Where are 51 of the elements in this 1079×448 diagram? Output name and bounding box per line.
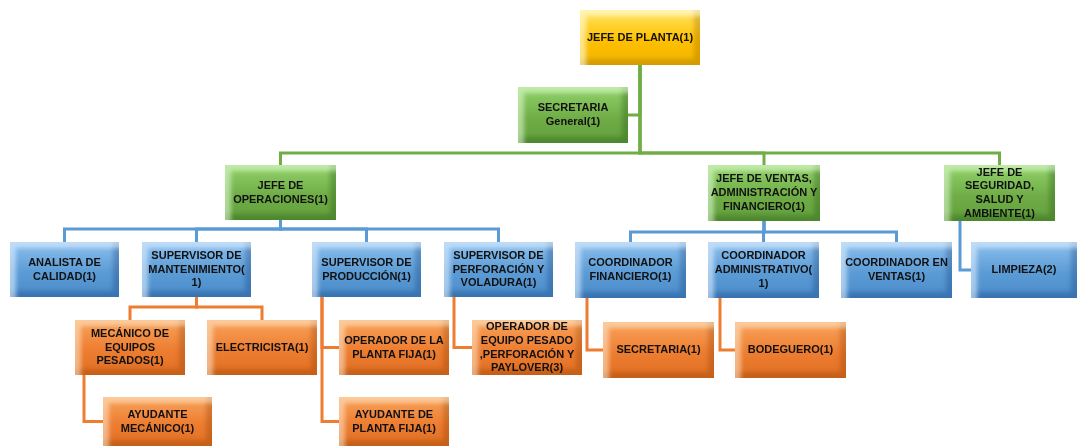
position-title: BODEGUERO(1) bbox=[747, 343, 834, 357]
connector-line bbox=[195, 297, 264, 320]
connector-line bbox=[452, 297, 472, 349]
position-title: OPERADOR DE EQUIPO PESADO ,PERFORACIÓN Y PAYLOVER(3) bbox=[478, 320, 576, 375]
position-box bbox=[312, 242, 421, 297]
position-title: OPERADOR DE LA PLANTA FIJA(1) bbox=[343, 333, 445, 362]
position-title: AYUDANTE DE PLANTA FIJA(1) bbox=[351, 407, 437, 436]
position-title: JEFE DE VENTAS, ADMINISTRACIÓN Y FINANCIERO(1) bbox=[710, 172, 818, 214]
position-box bbox=[142, 242, 251, 297]
position-title: JEFE DE SEGURIDAD, SALUD Y AMBIENTE(1) bbox=[963, 165, 1036, 221]
position-box bbox=[10, 242, 119, 297]
position-title: COORDINADOR ADMINISTRATIVO( 1) bbox=[713, 249, 814, 291]
position-title: SUPERVISOR DE PERFORACIÓN Y VOLADURA(1) bbox=[451, 248, 546, 291]
position-title: JEFE DE PLANTA(1) bbox=[586, 30, 694, 45]
position-box bbox=[841, 242, 952, 298]
position-title: SUPERVISOR DE PRODUCCIÓN(1) bbox=[320, 255, 413, 284]
position-title: SECRETARIA General(1) bbox=[536, 101, 610, 129]
position-box bbox=[971, 242, 1077, 298]
position-box bbox=[580, 10, 700, 65]
position-box bbox=[518, 87, 628, 143]
connector-line bbox=[320, 297, 339, 423]
position-title: ANALISTA DE CALIDAD(1) bbox=[27, 255, 102, 284]
position-box bbox=[575, 242, 686, 298]
position-title: MECÁNICO DE EQUIPOS PESADOS(1) bbox=[89, 326, 171, 369]
position-box bbox=[207, 320, 317, 375]
position-box bbox=[225, 165, 336, 220]
position-title: COORDINADOR EN VENTAS(1) bbox=[844, 256, 949, 284]
connector-line bbox=[762, 221, 898, 242]
position-box bbox=[75, 320, 185, 375]
connector-line bbox=[82, 375, 103, 423]
position-box bbox=[708, 242, 819, 298]
position-title: JEFE DE OPERACIONES(1) bbox=[232, 178, 329, 207]
connector-line bbox=[958, 221, 971, 272]
position-box bbox=[444, 242, 553, 297]
position-title: ELECTRICISTA(1) bbox=[215, 340, 309, 355]
position-title: AYUDANTE MECÁNICO(1) bbox=[119, 407, 196, 436]
connector-line bbox=[585, 298, 603, 352]
position-title: SECRETARIA(1) bbox=[616, 343, 701, 357]
position-box bbox=[735, 322, 846, 378]
position-title: LIMPIEZA(2) bbox=[991, 263, 1057, 277]
position-box bbox=[603, 322, 714, 378]
connector-line bbox=[638, 65, 1001, 165]
position-box bbox=[339, 397, 449, 446]
position-title: SUPERVISOR DE MANTENIMIENTO( 1) bbox=[147, 248, 246, 291]
position-box bbox=[708, 165, 820, 221]
connector-line bbox=[718, 298, 735, 352]
position-title: COORDINADOR FINANCIERO(1) bbox=[587, 256, 674, 284]
position-box bbox=[339, 320, 449, 375]
position-box bbox=[944, 165, 1055, 221]
connector-line bbox=[279, 220, 500, 242]
position-box bbox=[103, 397, 212, 446]
